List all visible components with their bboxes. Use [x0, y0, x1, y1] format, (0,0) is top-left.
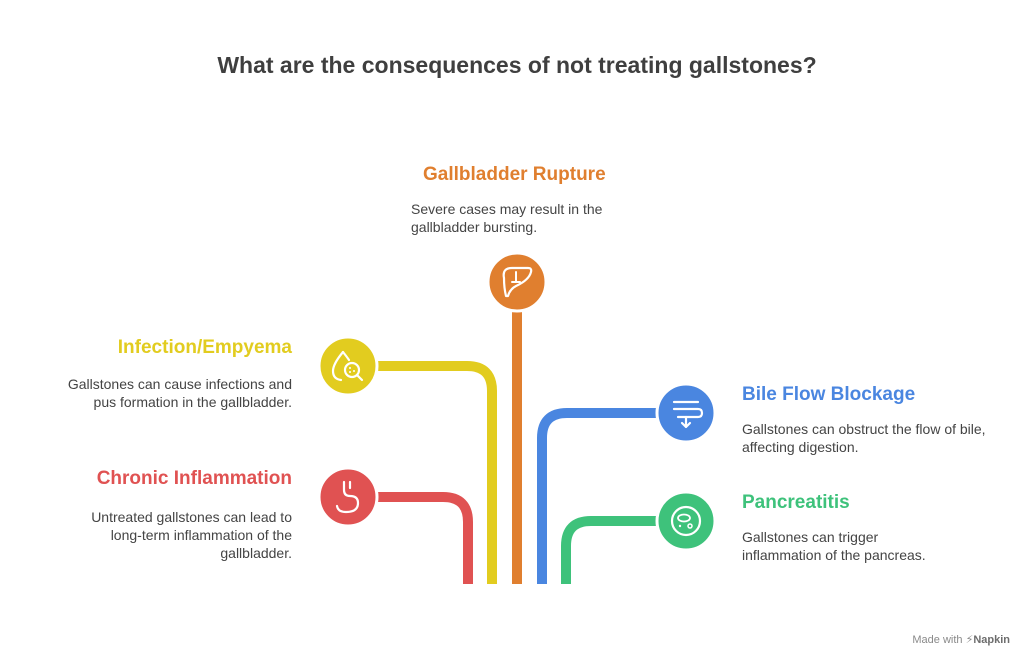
brand-name: Napkin: [973, 634, 1010, 646]
connector-infection-empyema: [372, 361, 497, 584]
stomach-icon: [317, 466, 379, 528]
bile-flow-blockage-description: Gallstones can obstruct the flow of bile…: [742, 421, 986, 455]
gallbladder-rupture-label: Gallbladder Rupture: [423, 164, 606, 185]
connector-chronic-inflammation: [372, 492, 473, 584]
connector-bile-flow-blockage: [537, 408, 662, 584]
page-title: What are the consequences of not treatin…: [217, 52, 817, 78]
chronic-inflammation-description: Untreated gallstones can lead to long-te…: [91, 509, 292, 561]
chronic-inflammation-label: Chronic Inflammation: [96, 468, 292, 489]
napkin-logo-icon: ⚡: [965, 634, 974, 646]
infection-empyema-description: Gallstones can cause infections and pus …: [67, 376, 292, 410]
infection-empyema-label: Infection/Empyema: [117, 337, 292, 358]
drop-magnifier-icon: [317, 335, 379, 397]
petri-dish-icon: [655, 490, 717, 552]
pancreatitis-description: Gallstones can trigger inflammation of t…: [742, 529, 926, 563]
bile-flow-blockage-label: Bile Flow Blockage: [742, 384, 916, 405]
liver-icon: [486, 251, 548, 313]
footer-credit: Made with ⚡Napkin: [912, 633, 1010, 646]
pancreatitis-label: Pancreatitis: [742, 492, 850, 513]
intestine-flow-icon: [655, 382, 717, 444]
gallbladder-rupture-description: Severe cases may result in the gallbladd…: [411, 201, 603, 235]
made-with-text: Made with: [912, 634, 963, 646]
connector-pancreatitis: [561, 516, 662, 584]
